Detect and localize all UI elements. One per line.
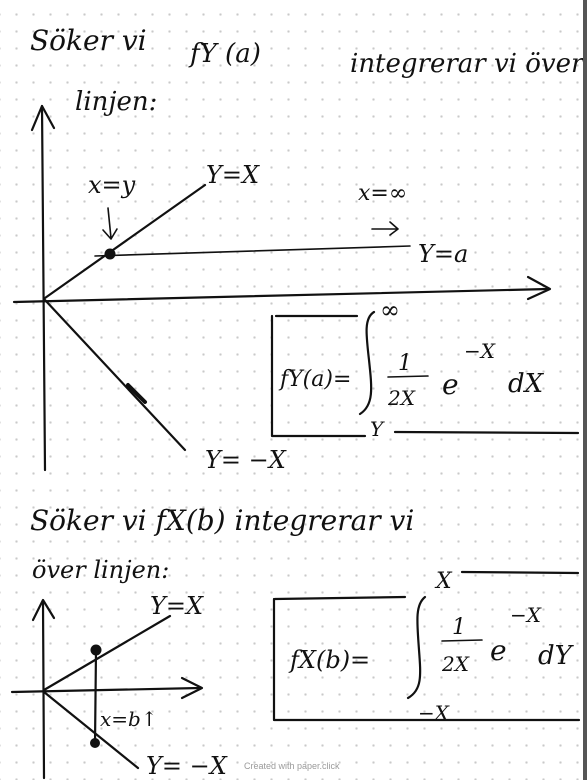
formula-1-numerator: 1 xyxy=(398,351,412,376)
label-y-eq-x: Y=X xyxy=(206,161,260,189)
formula-1-fraction-bar xyxy=(387,375,429,378)
formula-1-exponent: −X xyxy=(464,339,496,363)
formula-1-box-bottom xyxy=(393,430,580,435)
formula-2-integral-sign xyxy=(406,595,427,700)
label-y-eq-a: Y=a xyxy=(418,240,468,268)
formula-2-lhs: fX(b)= xyxy=(288,646,370,674)
label-2-y-eq-neg-x: Y= −X xyxy=(146,752,228,780)
label-2-y-eq-x: Y=X xyxy=(150,592,204,620)
formula-1-denominator: 2X xyxy=(387,386,416,410)
pointer-arrow-down xyxy=(102,207,118,240)
formula-2-fraction-bar xyxy=(441,639,483,642)
graph-1: x=y Y=X x=∞ Y=a Y= −X xyxy=(12,104,552,474)
label-x-eq-y: x=y xyxy=(88,171,136,199)
formula-1-lhs: fY(a)= xyxy=(278,367,351,392)
page-edge-shadow xyxy=(583,0,587,780)
formula-1-box xyxy=(270,314,367,438)
line-y-eq-x xyxy=(43,183,207,300)
formula-1-exp-base: e xyxy=(442,368,459,401)
formula-1-integral-sign xyxy=(358,310,376,416)
line-y-eq-a xyxy=(94,245,411,257)
formula-2-differential: dY xyxy=(538,641,575,671)
graph-2-y-arrowhead xyxy=(31,598,56,622)
line-2-y-eq-x xyxy=(42,614,172,692)
line-2-y-eq-neg-x xyxy=(42,690,140,770)
line-y-eq-neg-x xyxy=(43,298,187,452)
label-x-eq-infinity: x=∞ xyxy=(358,181,407,206)
heading-2-line1: Söker vi fX(b) integrerar vi xyxy=(30,504,414,537)
formula-2-numerator: 1 xyxy=(452,615,466,640)
formula-2-lower-limit: −X xyxy=(418,701,450,725)
intersection-point xyxy=(104,248,116,260)
heading-1-rest: integrerar vi över xyxy=(350,49,585,79)
graph-1-y-arrowhead xyxy=(30,104,56,132)
formula-1-lower-limit: Y xyxy=(370,417,385,441)
formula-2: X −X fX(b)= 1 2X e −X dY xyxy=(272,569,581,725)
graph-2: Y=X x=b↑ Y= −X xyxy=(10,592,228,780)
formula-2-exponent: −X xyxy=(510,603,542,627)
heading-2-line2: över linjen: xyxy=(32,556,169,584)
formula-2-top-line xyxy=(460,570,580,575)
line-y-eq-neg-x-bold-segment xyxy=(126,383,147,404)
graph-2-x-axis xyxy=(10,686,202,694)
formula-1: ∞ Y fY(a)= 1 2X e −X dX xyxy=(270,296,580,441)
vertical-line-x-eq-b xyxy=(93,648,98,746)
graph-1-x-axis xyxy=(12,287,550,304)
lower-intersection-point xyxy=(90,738,100,748)
formula-2-denominator: 2X xyxy=(441,652,470,676)
graph-1-y-axis xyxy=(40,104,47,472)
formula-2-upper-limit: X xyxy=(434,569,453,594)
heading-1-fy: fY (a) xyxy=(188,39,261,69)
label-x-eq-b: x=b↑ xyxy=(100,707,158,731)
formula-2-box-top xyxy=(273,595,407,601)
formula-2-box xyxy=(272,597,581,722)
direction-arrow-right xyxy=(371,221,399,236)
formula-2-exp-base: e xyxy=(490,634,507,667)
footer-credit: Created with paper.click xyxy=(244,761,340,771)
upper-intersection-point xyxy=(90,644,102,656)
heading-1-line2: linjen: xyxy=(75,87,157,117)
label-y-eq-neg-x: Y= −X xyxy=(205,446,287,474)
graph-2-x-arrowhead xyxy=(180,676,204,700)
heading-1-lead: Söker vi xyxy=(30,24,147,57)
formula-1-upper-limit: ∞ xyxy=(380,296,400,324)
graph-1-x-arrowhead xyxy=(526,275,552,301)
formula-1-differential: dX xyxy=(508,369,545,399)
